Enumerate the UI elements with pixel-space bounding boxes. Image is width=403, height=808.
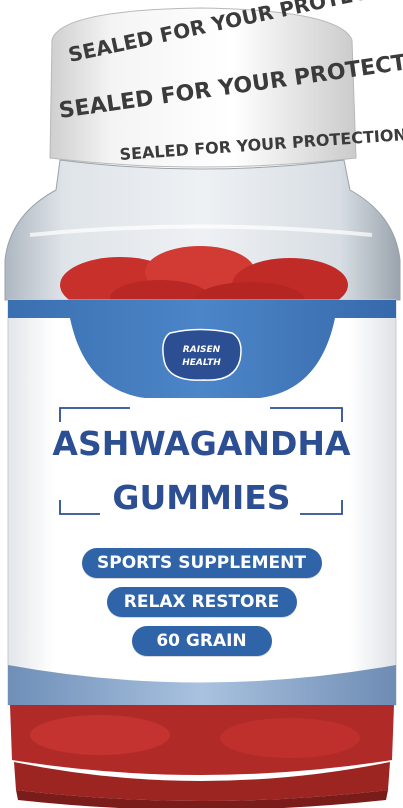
label-bottom-band bbox=[8, 665, 396, 705]
brand-name-line1: RAISEN bbox=[182, 345, 221, 355]
badge-count: 60 GRAIN bbox=[131, 626, 272, 656]
product-name-line2: GUMMIES bbox=[112, 478, 291, 517]
brand-logo-shape bbox=[162, 328, 242, 381]
brand-name-line2: HEALTH bbox=[182, 358, 221, 368]
gummies-bottom bbox=[10, 705, 394, 801]
cap: SEALED FOR YOUR PROTECTION. SEALED FOR Y… bbox=[49, 0, 403, 168]
product-name-line1: ASHWAGANDHA bbox=[52, 424, 351, 463]
title-frame bbox=[59, 407, 343, 515]
badge-relax-restore: RELAX RESTORE bbox=[106, 587, 297, 617]
badge-sports-supplement: SPORTS SUPPLEMENT bbox=[81, 548, 322, 578]
